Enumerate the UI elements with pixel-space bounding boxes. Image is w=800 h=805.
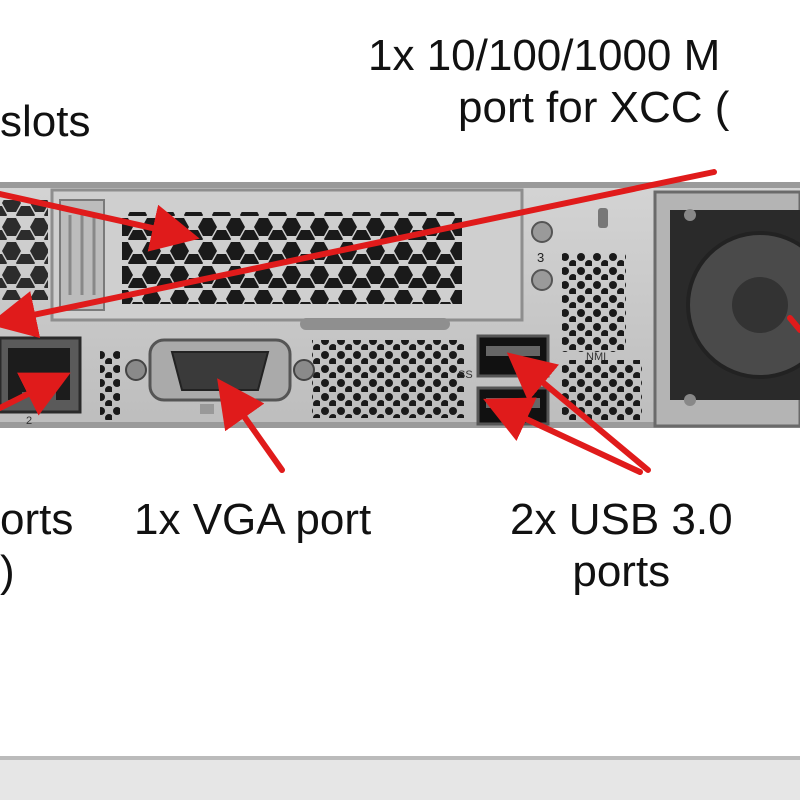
callout-pcie-slots: slots (0, 96, 90, 148)
slot-screw-top (531, 221, 553, 243)
callout-ethernet-line2: ) (0, 547, 15, 596)
vga-screw-left (125, 359, 147, 381)
side-vent (562, 252, 626, 352)
callout-ethernet-ports: orts ) (0, 494, 73, 598)
callout-management-line2: port for XCC ( (458, 83, 730, 132)
arrow-pcie-slots (0, 191, 200, 252)
ethernet-port-number: 2 (26, 415, 32, 427)
callout-usb-ports: 2x USB 3.0 ports (510, 494, 733, 598)
arrow-vga (217, 378, 285, 473)
callout-management-line1: 1x 10/100/1000 M (368, 31, 721, 80)
usb-label: SS (458, 369, 473, 381)
callout-pcie-slots-text: slots (0, 97, 91, 146)
arrow-usb-top (506, 352, 651, 473)
frame-shadow (0, 760, 800, 800)
callout-vga-text: 1x VGA port (134, 495, 372, 544)
lower-vent (312, 340, 464, 418)
callout-management-port: 1x 10/100/1000 M port for XCC ( (368, 30, 729, 134)
arrow-mgmt-port (0, 169, 717, 339)
arrow-usb-bottom (483, 397, 643, 475)
cable-clip (300, 318, 450, 330)
callout-ethernet-line1: orts (0, 495, 74, 544)
callout-usb-line1: 2x USB 3.0 (510, 495, 733, 544)
slot-screw-bottom (531, 269, 553, 291)
vga-screw-right (293, 359, 315, 381)
lower-left-vent (100, 350, 120, 420)
arrow-ethernet (0, 372, 71, 416)
callout-arrows (0, 169, 800, 475)
arrow-psu (787, 315, 800, 333)
callout-vga-port: 1x VGA port (134, 494, 371, 546)
callout-usb-line2: ports (572, 547, 671, 596)
left-vent (0, 200, 48, 300)
slot-number-label: 3 (537, 250, 544, 265)
nmi-label: NMI (586, 351, 606, 363)
